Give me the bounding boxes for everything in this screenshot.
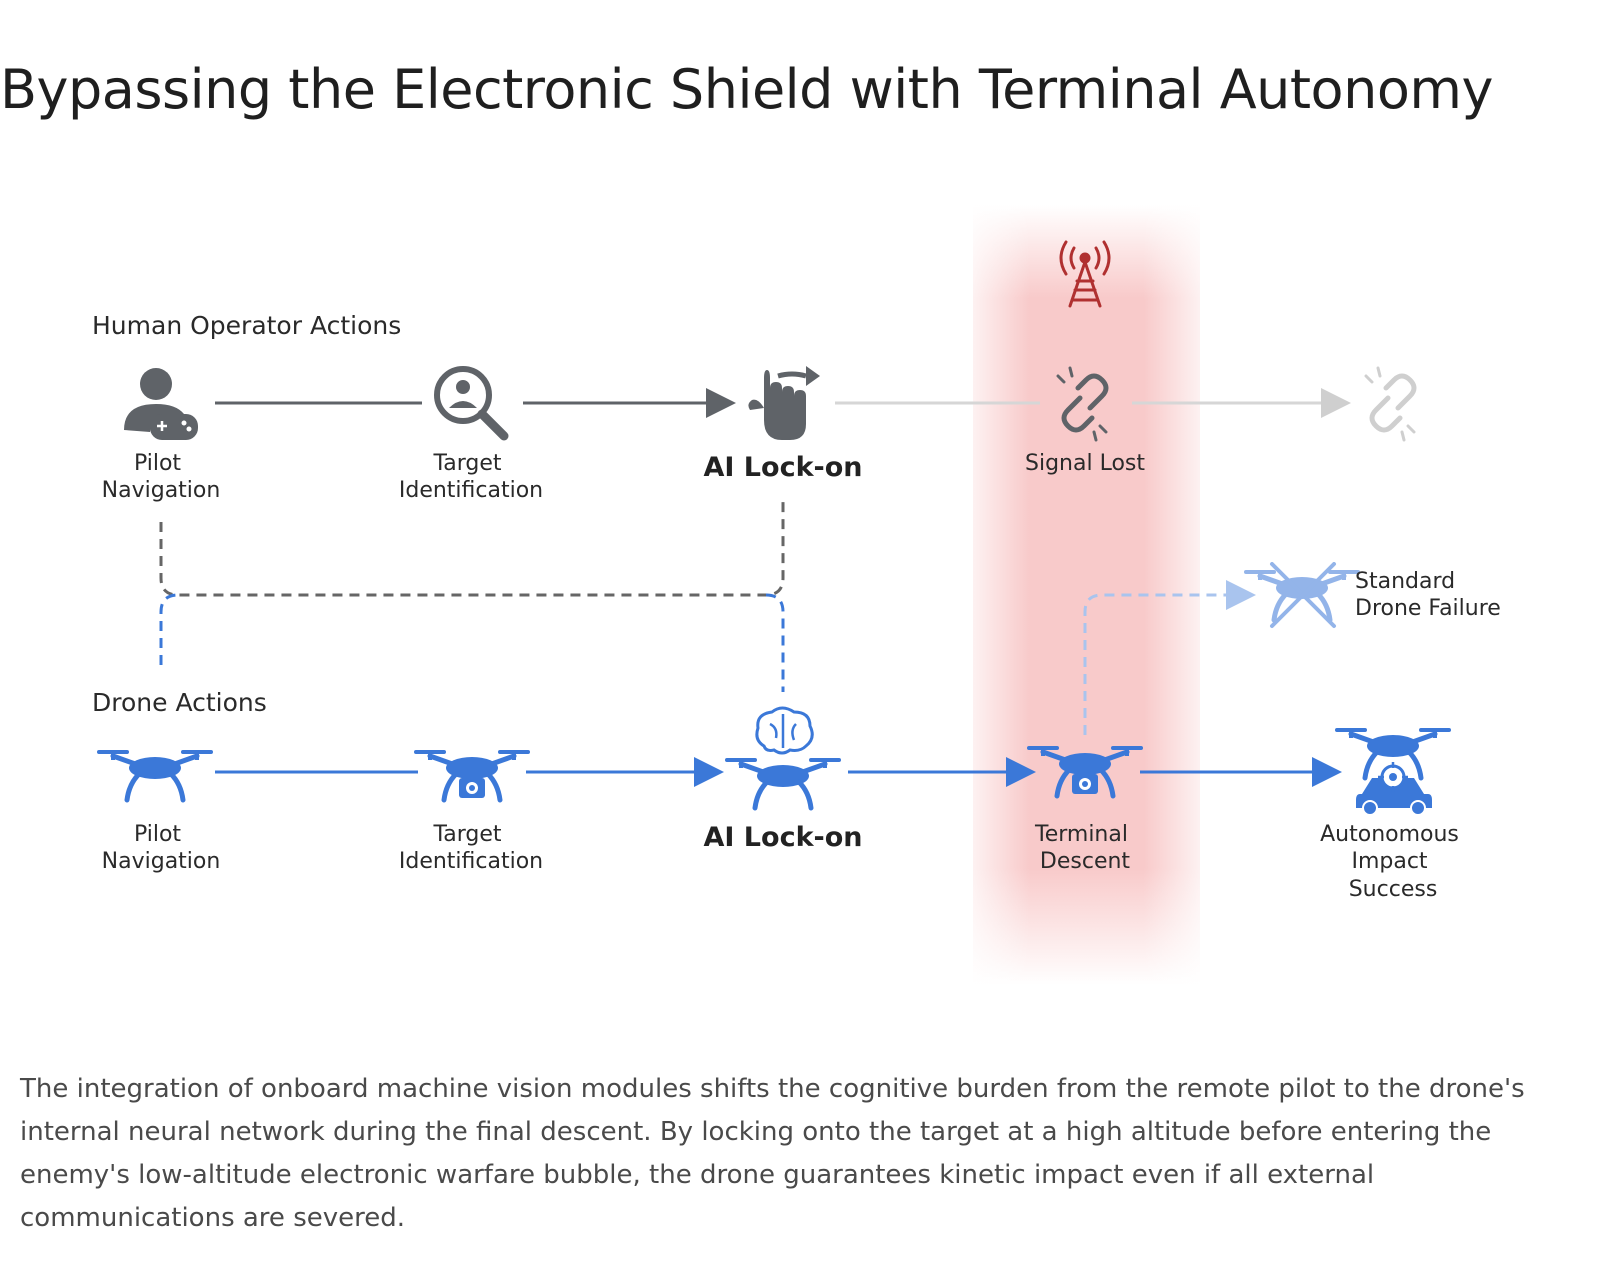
hand-pointer-icon [748, 366, 820, 440]
page-title: Bypassing the Electronic Shield with Ter… [0, 58, 1493, 121]
human-step-signal-lost: Signal Lost [1025, 451, 1145, 476]
drone-icon [97, 750, 213, 800]
human-step-ai-lock-on: AI Lock-on [703, 452, 862, 483]
drone-target-vehicle-icon [1335, 728, 1451, 816]
magnifier-person-icon [434, 366, 509, 441]
drone-step-target-identification: Target Identification [399, 822, 543, 874]
drone-step-ai-lock-on: AI Lock-on [703, 822, 862, 853]
drone-step-pilot-navigation: Pilot Navigation [102, 822, 221, 874]
human-step-target-identification: Target Identification [399, 451, 543, 503]
drone-camera-icon [1027, 746, 1143, 796]
broken-link-icon [1056, 366, 1109, 442]
drone-row-heading: Drone Actions [92, 688, 267, 717]
pilot-gamepad-icon [124, 368, 198, 440]
human-step-pilot-navigation: Pilot Navigation [102, 451, 221, 503]
human-row-heading: Human Operator Actions [92, 311, 401, 340]
radio-tower-icon [1059, 240, 1111, 308]
failure-branch-connector [1083, 580, 1256, 735]
description-paragraph: The integration of onboard machine visio… [20, 1074, 1525, 1233]
faded-broken-link-icon [1364, 366, 1417, 442]
drone-camera-icon [414, 750, 530, 800]
drone-brain-icon [725, 706, 841, 808]
drone-step-terminal-descent: Terminal Descent [1034, 822, 1135, 874]
flow-diagram: Human Operator Actions Drone Actions [92, 205, 1501, 985]
failure-branch-label: Standard Drone Failure [1355, 569, 1501, 621]
handoff-connectors [159, 498, 785, 692]
drone-step-autonomous-impact: Autonomous Impact Success [1320, 822, 1466, 902]
crossed-drone-icon [1244, 562, 1360, 628]
